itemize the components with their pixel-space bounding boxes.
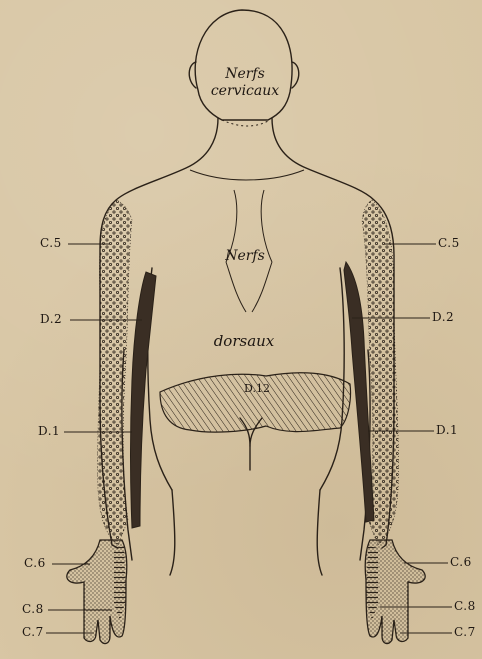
label-right-c8: C.8 <box>454 599 476 613</box>
label-right-c7: C.7 <box>454 625 476 639</box>
d2-left-strip <box>131 272 157 528</box>
label-left-c6: C.6 <box>24 556 46 570</box>
label-right-d2: D.2 <box>432 310 454 324</box>
label-right-d1: D.1 <box>436 423 458 437</box>
head-outline <box>195 10 292 120</box>
label-right-c5: C.5 <box>438 236 460 250</box>
label-left-d1: D.1 <box>38 424 60 438</box>
label-left-c5: C.5 <box>40 236 62 250</box>
label-left-c7: C.7 <box>22 625 44 639</box>
dorsal-nerves-label-top: Nerfs <box>210 248 280 264</box>
cervical-nerves-label: Nerfs cervicaux <box>200 66 290 100</box>
c5-left-dots <box>98 200 132 545</box>
label-left-d2: D.2 <box>40 312 62 326</box>
label-left-c8: C.8 <box>22 602 44 616</box>
d12-band-label: D.12 <box>232 382 282 395</box>
dorsal-nerves-label-bottom: dorsaux <box>194 332 294 350</box>
label-right-c6: C.6 <box>450 555 472 569</box>
